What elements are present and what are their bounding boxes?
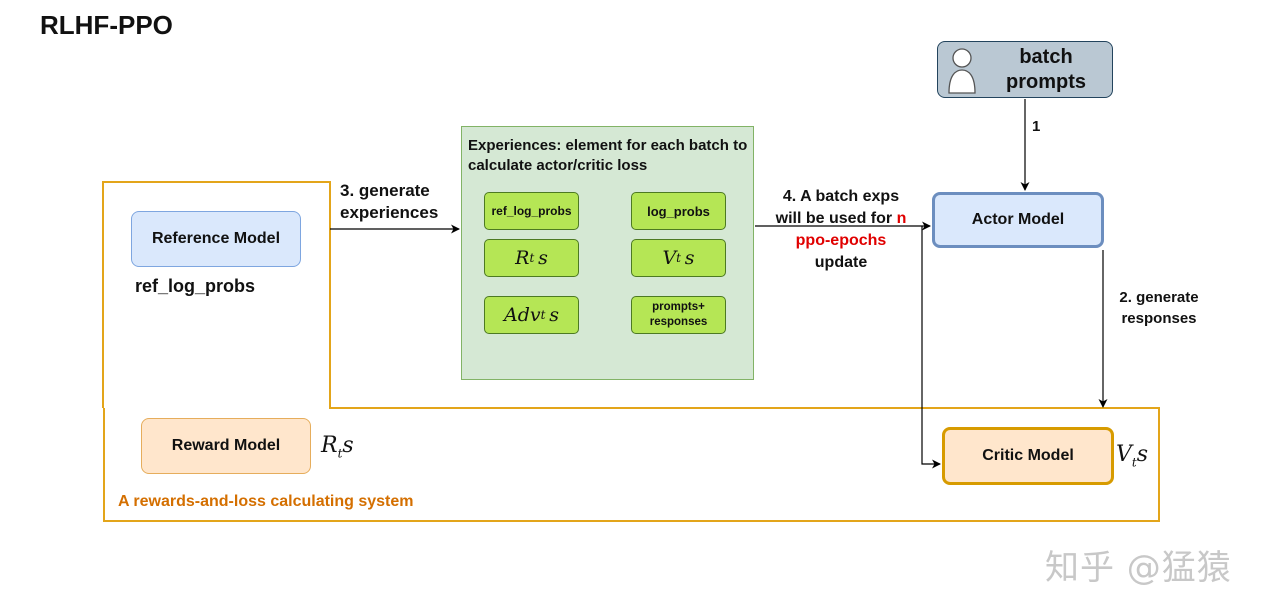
step3-line2: experiences	[340, 203, 439, 222]
step4-line4: update	[814, 254, 868, 271]
step2-label: 2. generate responses	[1108, 287, 1210, 329]
step4-line3: ppo-epochs	[795, 232, 887, 249]
chip-advantages-tail: s	[549, 304, 559, 326]
step2-line1: 2. generate	[1119, 289, 1199, 306]
step3-label: 3. generate experiences	[340, 180, 438, 224]
critic-model-box: Critic Model	[942, 427, 1114, 485]
critic-output-base: V	[1116, 442, 1132, 467]
batch-prompts-box: batch prompts	[937, 41, 1113, 98]
chip-rewards-sub: t	[529, 251, 535, 265]
step4-line2-n: n	[896, 210, 907, 227]
system-label: A rewards-and-loss calculating system	[118, 493, 414, 510]
critic-output-symbol: Vts	[1116, 442, 1148, 469]
ref-log-probs-output: ref_log_probs	[135, 276, 256, 296]
reward-model-box: Reward Model	[141, 418, 311, 474]
arrow-step4-critic	[921, 226, 941, 469]
critic-output-sub: t	[1131, 455, 1137, 470]
step1-label: 1	[1032, 118, 1041, 135]
person-icon	[948, 48, 976, 94]
chip-values-sub: t	[676, 251, 681, 265]
chip-values-tail: s	[684, 247, 695, 269]
reward-output-tail: s	[342, 433, 354, 458]
reward-output-symbol: Rts	[321, 433, 354, 460]
experiences-panel: Experiences: element for each batch to c…	[461, 126, 754, 380]
chip-rewards-base: R	[515, 247, 530, 269]
chip-advantages-sub: t	[540, 308, 546, 322]
step4-line1: 4. A batch exps	[782, 188, 900, 205]
system-frame-lower	[103, 408, 1160, 522]
reference-model-box: Reference Model	[131, 211, 301, 267]
system-frame-upper	[102, 181, 1160, 409]
chip-prompts-responses: prompts+ responses	[631, 296, 726, 334]
batch-prompts-label: batch prompts	[1006, 45, 1086, 93]
chip-advantages-base: Adv	[503, 304, 541, 326]
watermark: 知乎 @猛猿	[1045, 548, 1232, 588]
diagram-title: RLHF-PPO	[40, 10, 173, 40]
step4-line2: will be used for n	[758, 208, 924, 230]
step4-line2-pre: will be used for	[775, 210, 897, 227]
experiences-title: Experiences: element for each batch to c…	[468, 137, 748, 174]
reward-output-base: R	[321, 433, 338, 458]
reward-output-sub: t	[337, 446, 343, 461]
chip-rewards-tail: s	[538, 247, 548, 269]
step2-line2: responses	[1121, 310, 1197, 327]
actor-model-box: Actor Model	[932, 192, 1104, 248]
critic-output-tail: s	[1136, 442, 1149, 467]
chip-ref-log-probs: ref_log_probs	[484, 192, 579, 230]
chip-log-probs: log_probs	[631, 192, 726, 230]
step4-label: 4. A batch exps will be used for n ppo-e…	[758, 186, 924, 274]
chip-values-base: V	[662, 247, 677, 269]
step3-line1: 3. generate	[340, 181, 430, 200]
